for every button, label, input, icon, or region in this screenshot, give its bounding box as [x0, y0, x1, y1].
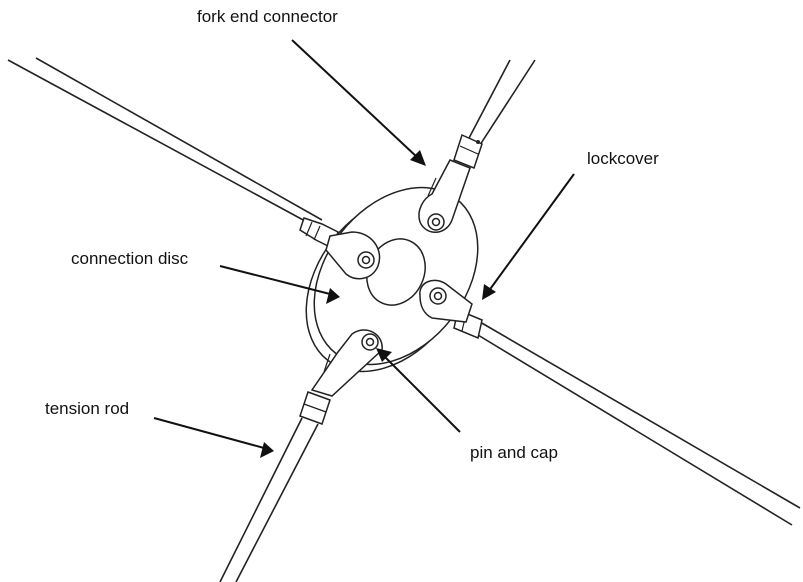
label-tension-rod: tension rod	[45, 399, 130, 418]
arrow-connection-disc	[219, 265, 340, 304]
arrow-fork-end-connector	[291, 39, 426, 166]
fork-end-connector-left	[325, 231, 381, 280]
fork-end-connector-top	[418, 159, 471, 233]
rod-ferrule-lower-left	[299, 391, 331, 425]
arrow-pin-and-cap	[376, 348, 461, 433]
tension-rod-lower-left	[219, 417, 319, 582]
tension-rod-upper-left	[7, 57, 323, 229]
arrow-lockcover	[482, 173, 575, 300]
rod-ferrule-upper-right	[453, 133, 483, 169]
connection-disc	[305, 186, 479, 373]
fork-end-connector-right	[419, 279, 473, 323]
tension-rod-lower-right	[477, 321, 801, 526]
label-connection-disc: connection disc	[71, 249, 189, 268]
label-fork-end-connector: fork end connector	[197, 7, 338, 26]
fork-end-connector-bottom	[310, 329, 383, 397]
tension-rod-upper-right	[467, 59, 536, 149]
label-pin-and-cap: pin and cap	[470, 443, 558, 462]
label-lockcover: lockcover	[587, 149, 659, 168]
arrow-tension-rod	[153, 417, 274, 458]
